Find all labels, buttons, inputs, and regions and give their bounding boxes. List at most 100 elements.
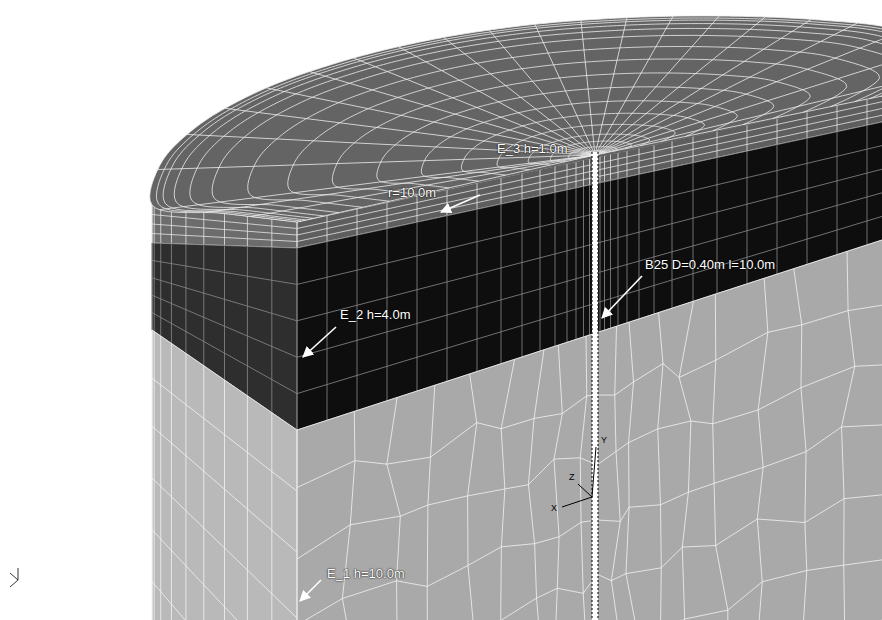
mesh-line bbox=[447, 216, 448, 382]
mesh-line bbox=[466, 374, 480, 620]
mesh-line bbox=[203, 211, 204, 245]
mesh-line bbox=[595, 23, 857, 155]
pile-head bbox=[593, 153, 598, 158]
mesh-line bbox=[297, 155, 595, 222]
mesh-line bbox=[297, 615, 882, 620]
mesh-line bbox=[160, 206, 161, 243]
mesh-line bbox=[171, 207, 172, 243]
mesh-line bbox=[417, 222, 418, 391]
mesh-line bbox=[266, 88, 595, 155]
mesh-line bbox=[535, 24, 595, 155]
mesh-line bbox=[203, 366, 204, 620]
mesh-line bbox=[297, 303, 882, 488]
mesh-line bbox=[595, 18, 627, 155]
mesh-line bbox=[589, 185, 590, 335]
mesh-line bbox=[271, 247, 272, 413]
mesh-line bbox=[163, 20, 882, 220]
mesh-line bbox=[595, 16, 719, 155]
mesh-line bbox=[357, 235, 358, 410]
mesh-line bbox=[837, 132, 838, 255]
mesh-line bbox=[807, 138, 808, 264]
mesh-line bbox=[576, 188, 577, 339]
dimension-label: B25 D=0.40m l=10.0m bbox=[645, 257, 775, 272]
mesh-line bbox=[611, 326, 620, 620]
mesh-line bbox=[522, 173, 523, 199]
mesh-line bbox=[354, 58, 595, 155]
axis-triad bbox=[562, 447, 596, 507]
mesh-line bbox=[387, 202, 388, 228]
mesh-line bbox=[288, 59, 847, 201]
mesh-line bbox=[477, 209, 478, 371]
mesh-line bbox=[595, 19, 811, 155]
mesh-line bbox=[386, 397, 400, 620]
mesh-line bbox=[271, 219, 272, 247]
mesh-line bbox=[297, 558, 882, 620]
mesh-line bbox=[152, 330, 153, 620]
mesh-line bbox=[583, 186, 584, 337]
mesh-line bbox=[604, 155, 605, 182]
pile-element bbox=[592, 152, 598, 620]
mesh-line bbox=[717, 131, 718, 158]
mesh-lines bbox=[152, 235, 882, 620]
mesh-lines bbox=[150, 16, 882, 222]
soil-layer-wall bbox=[152, 330, 297, 620]
mesh-line bbox=[297, 430, 298, 620]
mesh-line bbox=[837, 105, 838, 132]
mesh-line bbox=[357, 209, 358, 235]
mesh-line bbox=[610, 180, 611, 328]
mesh-line bbox=[171, 343, 172, 620]
mesh-line bbox=[555, 192, 556, 346]
mesh-line bbox=[160, 243, 161, 336]
mesh-line bbox=[152, 243, 153, 330]
dimension-label: E_3 h=1.0m bbox=[497, 141, 567, 156]
mesh-line bbox=[461, 113, 704, 175]
mesh-line bbox=[693, 136, 694, 163]
mesh-line bbox=[595, 44, 882, 155]
mesh-line bbox=[247, 216, 248, 246]
mesh-line bbox=[297, 235, 882, 430]
mesh-line bbox=[600, 156, 601, 183]
mesh-line bbox=[747, 124, 748, 151]
mesh-line bbox=[185, 209, 186, 244]
mesh-line bbox=[639, 148, 640, 175]
pile-edge bbox=[591, 152, 592, 620]
view-axis-icon bbox=[10, 568, 18, 587]
mesh-line bbox=[501, 178, 502, 204]
leader-arrow bbox=[300, 580, 321, 601]
mesh-line bbox=[152, 205, 153, 243]
mesh-line bbox=[297, 222, 298, 248]
mesh-line bbox=[610, 154, 611, 181]
mesh-line bbox=[777, 145, 778, 274]
mesh-line bbox=[247, 396, 248, 620]
mesh-line bbox=[604, 182, 605, 330]
dimension-label: E_1 h=10.0m bbox=[327, 566, 405, 581]
mesh-line bbox=[154, 243, 155, 331]
fe-mesh bbox=[150, 16, 882, 620]
mesh-line bbox=[497, 124, 675, 169]
mesh-line bbox=[310, 72, 595, 155]
mesh-line bbox=[247, 246, 248, 396]
mesh-line bbox=[185, 244, 186, 353]
mesh-line bbox=[501, 204, 502, 364]
mesh-line bbox=[654, 144, 655, 171]
mesh-line bbox=[672, 141, 673, 168]
axis-line bbox=[578, 484, 592, 497]
axis-label: Y bbox=[601, 435, 607, 445]
mesh-line bbox=[224, 246, 225, 381]
mesh-line bbox=[567, 163, 568, 189]
mesh-line bbox=[650, 313, 663, 620]
mesh-line bbox=[251, 155, 595, 217]
mesh-line bbox=[574, 336, 587, 620]
mesh-line bbox=[794, 269, 807, 620]
mesh-line bbox=[807, 111, 808, 138]
mesh-line bbox=[753, 278, 768, 620]
mesh-line bbox=[190, 28, 882, 216]
mesh-line bbox=[626, 322, 638, 620]
dimension-label: r=10.0m bbox=[388, 185, 436, 200]
mesh-line bbox=[555, 166, 556, 192]
mesh-line bbox=[595, 73, 882, 155]
mesh-line bbox=[377, 87, 774, 188]
mesh-line bbox=[225, 108, 595, 155]
mesh-line bbox=[271, 413, 272, 620]
mesh-line bbox=[627, 177, 628, 323]
